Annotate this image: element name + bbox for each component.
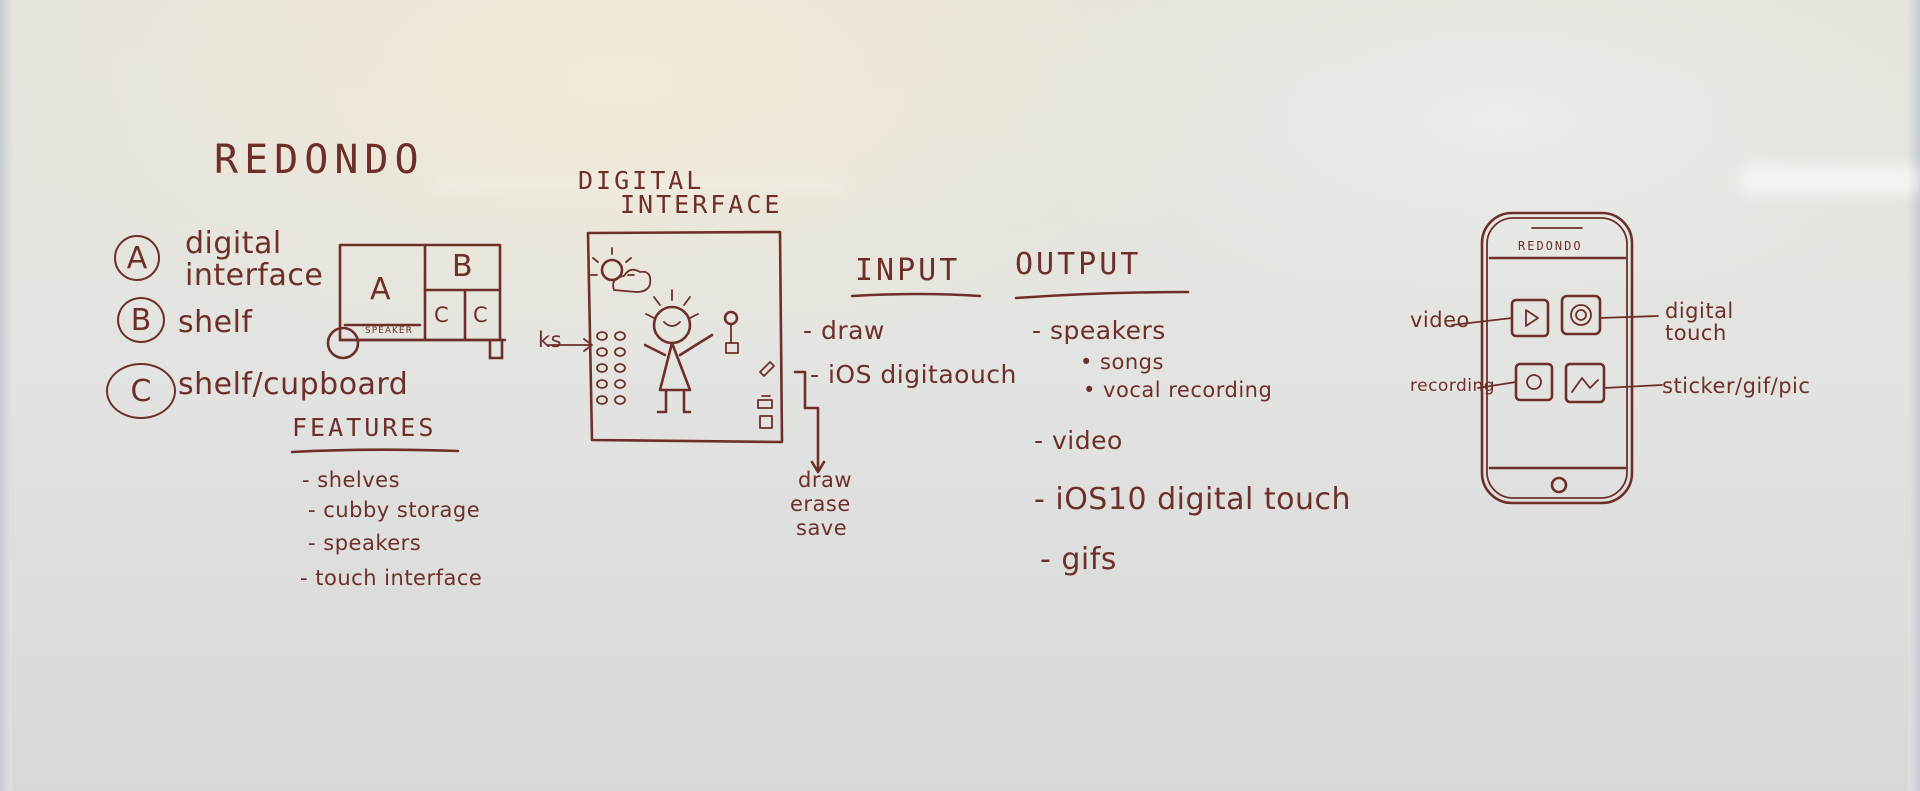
digital-interface-sketch — [547, 230, 826, 474]
digital-interface-heading-2: INTERFACE — [620, 190, 783, 219]
features-item: - touch interface — [300, 566, 483, 590]
tools-note-item: erase — [790, 492, 851, 516]
phone-app-name: REDONDO — [1518, 239, 1583, 253]
input-underline — [850, 292, 982, 298]
phone-label-digital-touch: digital touch — [1665, 299, 1734, 345]
output-underline — [1014, 290, 1190, 300]
features-item: - speakers — [308, 531, 422, 555]
light-glare — [430, 178, 850, 192]
features-item: - cubby storage — [308, 498, 481, 522]
features-underline — [290, 448, 460, 454]
side-label: ks — [538, 328, 563, 352]
input-heading: INPUT — [855, 253, 961, 288]
phone-label-video: video — [1410, 308, 1470, 332]
furniture-cell-c2: C — [473, 303, 489, 327]
output-subitem: • vocal recording — [1083, 378, 1273, 402]
output-item: - gifs — [1040, 542, 1117, 577]
output-item: - iOS10 digital touch — [1034, 482, 1351, 517]
features-item: - shelves — [302, 468, 401, 492]
furniture-cell-c1: C — [434, 303, 450, 327]
input-item: - iOS digitaouch — [810, 360, 1017, 389]
legend-label-b: shelf — [178, 305, 253, 340]
furniture-cell-a: A — [370, 272, 392, 307]
features-heading: FEATURES — [292, 413, 437, 442]
legend-label-a: digital interface — [185, 226, 324, 293]
output-item: - video — [1034, 426, 1123, 455]
output-heading: OUTPUT — [1015, 247, 1142, 282]
output-subitem: • songs — [1080, 350, 1164, 374]
phone-label-sticker: sticker/gif/pic — [1662, 374, 1811, 398]
speaker-label: SPEAKER — [365, 326, 413, 336]
furniture-cell-b: B — [452, 249, 474, 284]
legend-marker-c: C — [106, 363, 176, 419]
input-item: - draw — [803, 316, 885, 345]
legend-marker-a: A — [114, 235, 160, 281]
tools-note-item: draw — [798, 468, 853, 492]
whiteboard-frame-left — [0, 0, 12, 791]
furniture-sketch — [326, 243, 507, 360]
legend-marker-b: B — [117, 297, 165, 343]
board-title: REDONDO — [214, 137, 425, 183]
output-item: - speakers — [1032, 316, 1166, 345]
phone-label-recording: recording — [1410, 376, 1496, 396]
phone-sketch — [1451, 211, 1663, 505]
tools-note-item: save — [796, 516, 848, 540]
digital-interface-heading: DIGITAL — [578, 166, 705, 195]
legend-label-c: shelf/cupboard — [178, 367, 409, 402]
light-glare — [1740, 165, 1920, 195]
